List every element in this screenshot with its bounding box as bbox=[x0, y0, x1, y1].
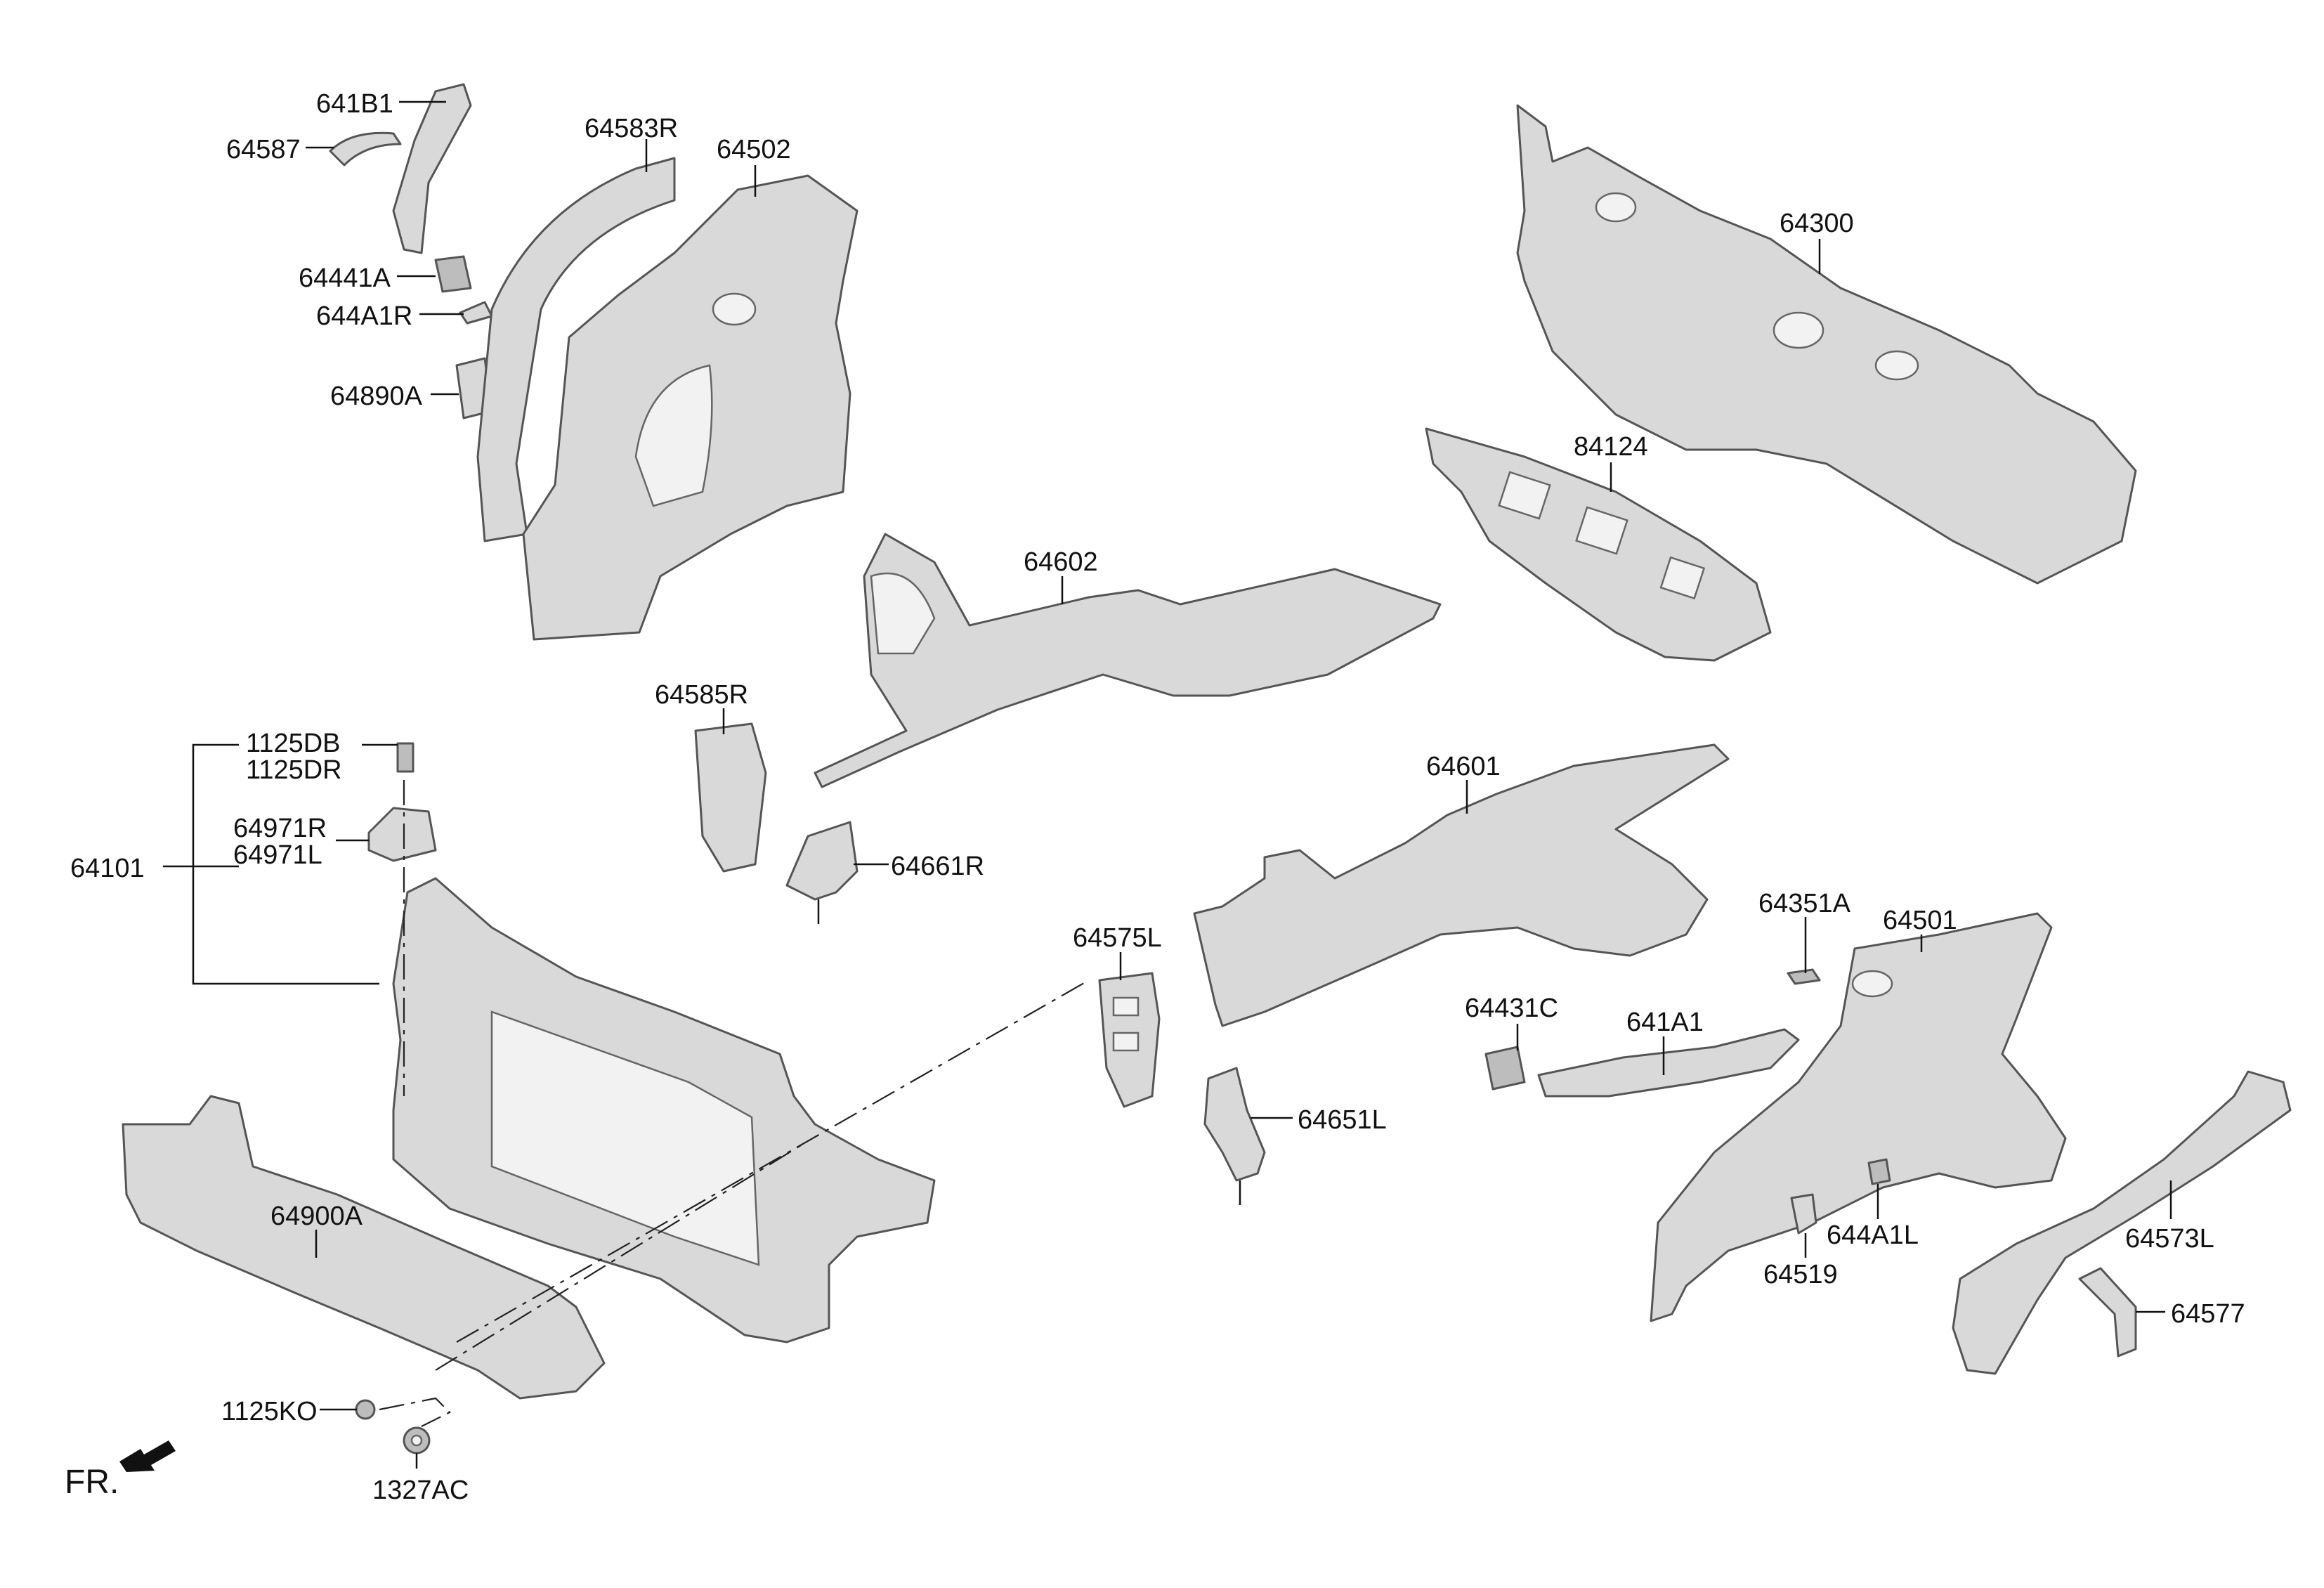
part-84124-hole-2 bbox=[1575, 506, 1628, 555]
part-64575L-hole-2 bbox=[1112, 1031, 1140, 1052]
label-1125DB: 1125DB bbox=[246, 729, 341, 758]
part-64300-hole-3 bbox=[1874, 350, 1919, 381]
part-641B1 bbox=[392, 83, 472, 254]
part-84124-hole-1 bbox=[1498, 471, 1551, 520]
part-64502-arch bbox=[634, 364, 713, 507]
part-64900A bbox=[122, 1095, 606, 1400]
label-64501: 64501 bbox=[1883, 906, 1957, 935]
label-644A1R: 644A1R bbox=[316, 301, 412, 331]
part-64502-hole bbox=[712, 292, 757, 326]
part-64501 bbox=[1650, 912, 2067, 1322]
label-64431C: 64431C bbox=[1465, 994, 1558, 1023]
part-644A1R bbox=[459, 301, 493, 325]
label-64585R: 64585R bbox=[655, 680, 748, 710]
label-64900A: 64900A bbox=[270, 1202, 363, 1231]
part-84124-hole-3 bbox=[1659, 556, 1706, 600]
part-64585R bbox=[694, 722, 767, 873]
label-64351A: 64351A bbox=[1758, 889, 1851, 918]
part-64577 bbox=[2078, 1267, 2137, 1358]
part-1125DB-bolt bbox=[396, 742, 414, 773]
part-64101-opening bbox=[490, 1010, 760, 1266]
label-1327AC: 1327AC bbox=[372, 1476, 469, 1505]
label-64601: 64601 bbox=[1426, 752, 1501, 781]
part-64575L-hole-1 bbox=[1112, 996, 1140, 1017]
label-1125KO: 1125KO bbox=[221, 1397, 318, 1426]
part-64519 bbox=[1790, 1193, 1817, 1235]
label-64651L: 64651L bbox=[1298, 1105, 1387, 1135]
label-64661R: 64661R bbox=[891, 852, 984, 881]
label-64573L: 64573L bbox=[2125, 1224, 2214, 1254]
part-644A1L bbox=[1867, 1158, 1891, 1185]
part-64602 bbox=[814, 533, 1442, 788]
bracket-64101-assembly bbox=[192, 743, 379, 985]
label-64890A: 64890A bbox=[330, 382, 423, 411]
part-64431C bbox=[1484, 1046, 1526, 1091]
part-64971-bracket bbox=[367, 807, 437, 862]
part-64351A bbox=[1787, 968, 1821, 985]
label-64971L: 64971L bbox=[233, 840, 322, 870]
label-641B1: 641B1 bbox=[316, 89, 393, 119]
phantom-line-bumper-to-carrier-1 bbox=[456, 980, 1090, 1343]
label-64101: 64101 bbox=[70, 854, 145, 883]
phantom-line-bumper-to-carrier-2 bbox=[435, 1145, 802, 1371]
label-64519: 64519 bbox=[1763, 1260, 1838, 1289]
label-64583R: 64583R bbox=[585, 114, 678, 143]
label-fr: FR. bbox=[65, 1464, 119, 1501]
part-64441A bbox=[434, 255, 472, 293]
phantom-line-fastener bbox=[379, 1397, 451, 1427]
part-1125KO-bolt bbox=[355, 1399, 376, 1420]
label-1125DR: 1125DR bbox=[246, 755, 342, 785]
part-64573L bbox=[1952, 1070, 2292, 1375]
part-64601 bbox=[1193, 743, 1730, 1027]
part-64661R bbox=[785, 821, 859, 901]
part-64651L bbox=[1203, 1067, 1266, 1182]
part-64300 bbox=[1516, 104, 2137, 585]
part-64300-hole-1 bbox=[1595, 192, 1637, 223]
part-64501-hole bbox=[1851, 970, 1893, 998]
label-84124: 84124 bbox=[1574, 432, 1648, 462]
part-1327AC-nut-hole bbox=[410, 1434, 423, 1447]
label-64441A: 64441A bbox=[299, 263, 391, 293]
label-64300: 64300 bbox=[1780, 209, 1854, 238]
label-644A1L: 644A1L bbox=[1827, 1221, 1919, 1250]
part-64300-hole-2 bbox=[1773, 311, 1824, 349]
label-64587: 64587 bbox=[226, 135, 301, 164]
label-64577: 64577 bbox=[2171, 1299, 2245, 1329]
part-641A1 bbox=[1537, 1028, 1800, 1098]
part-64602-tower bbox=[870, 572, 936, 655]
front-direction-arrow-icon bbox=[119, 1440, 176, 1472]
label-64575L: 64575L bbox=[1073, 923, 1162, 953]
part-64587 bbox=[329, 131, 402, 167]
label-64602: 64602 bbox=[1024, 547, 1098, 577]
label-64502: 64502 bbox=[717, 135, 791, 164]
label-641A1: 641A1 bbox=[1626, 1008, 1704, 1037]
label-64971R: 64971R bbox=[233, 814, 327, 843]
